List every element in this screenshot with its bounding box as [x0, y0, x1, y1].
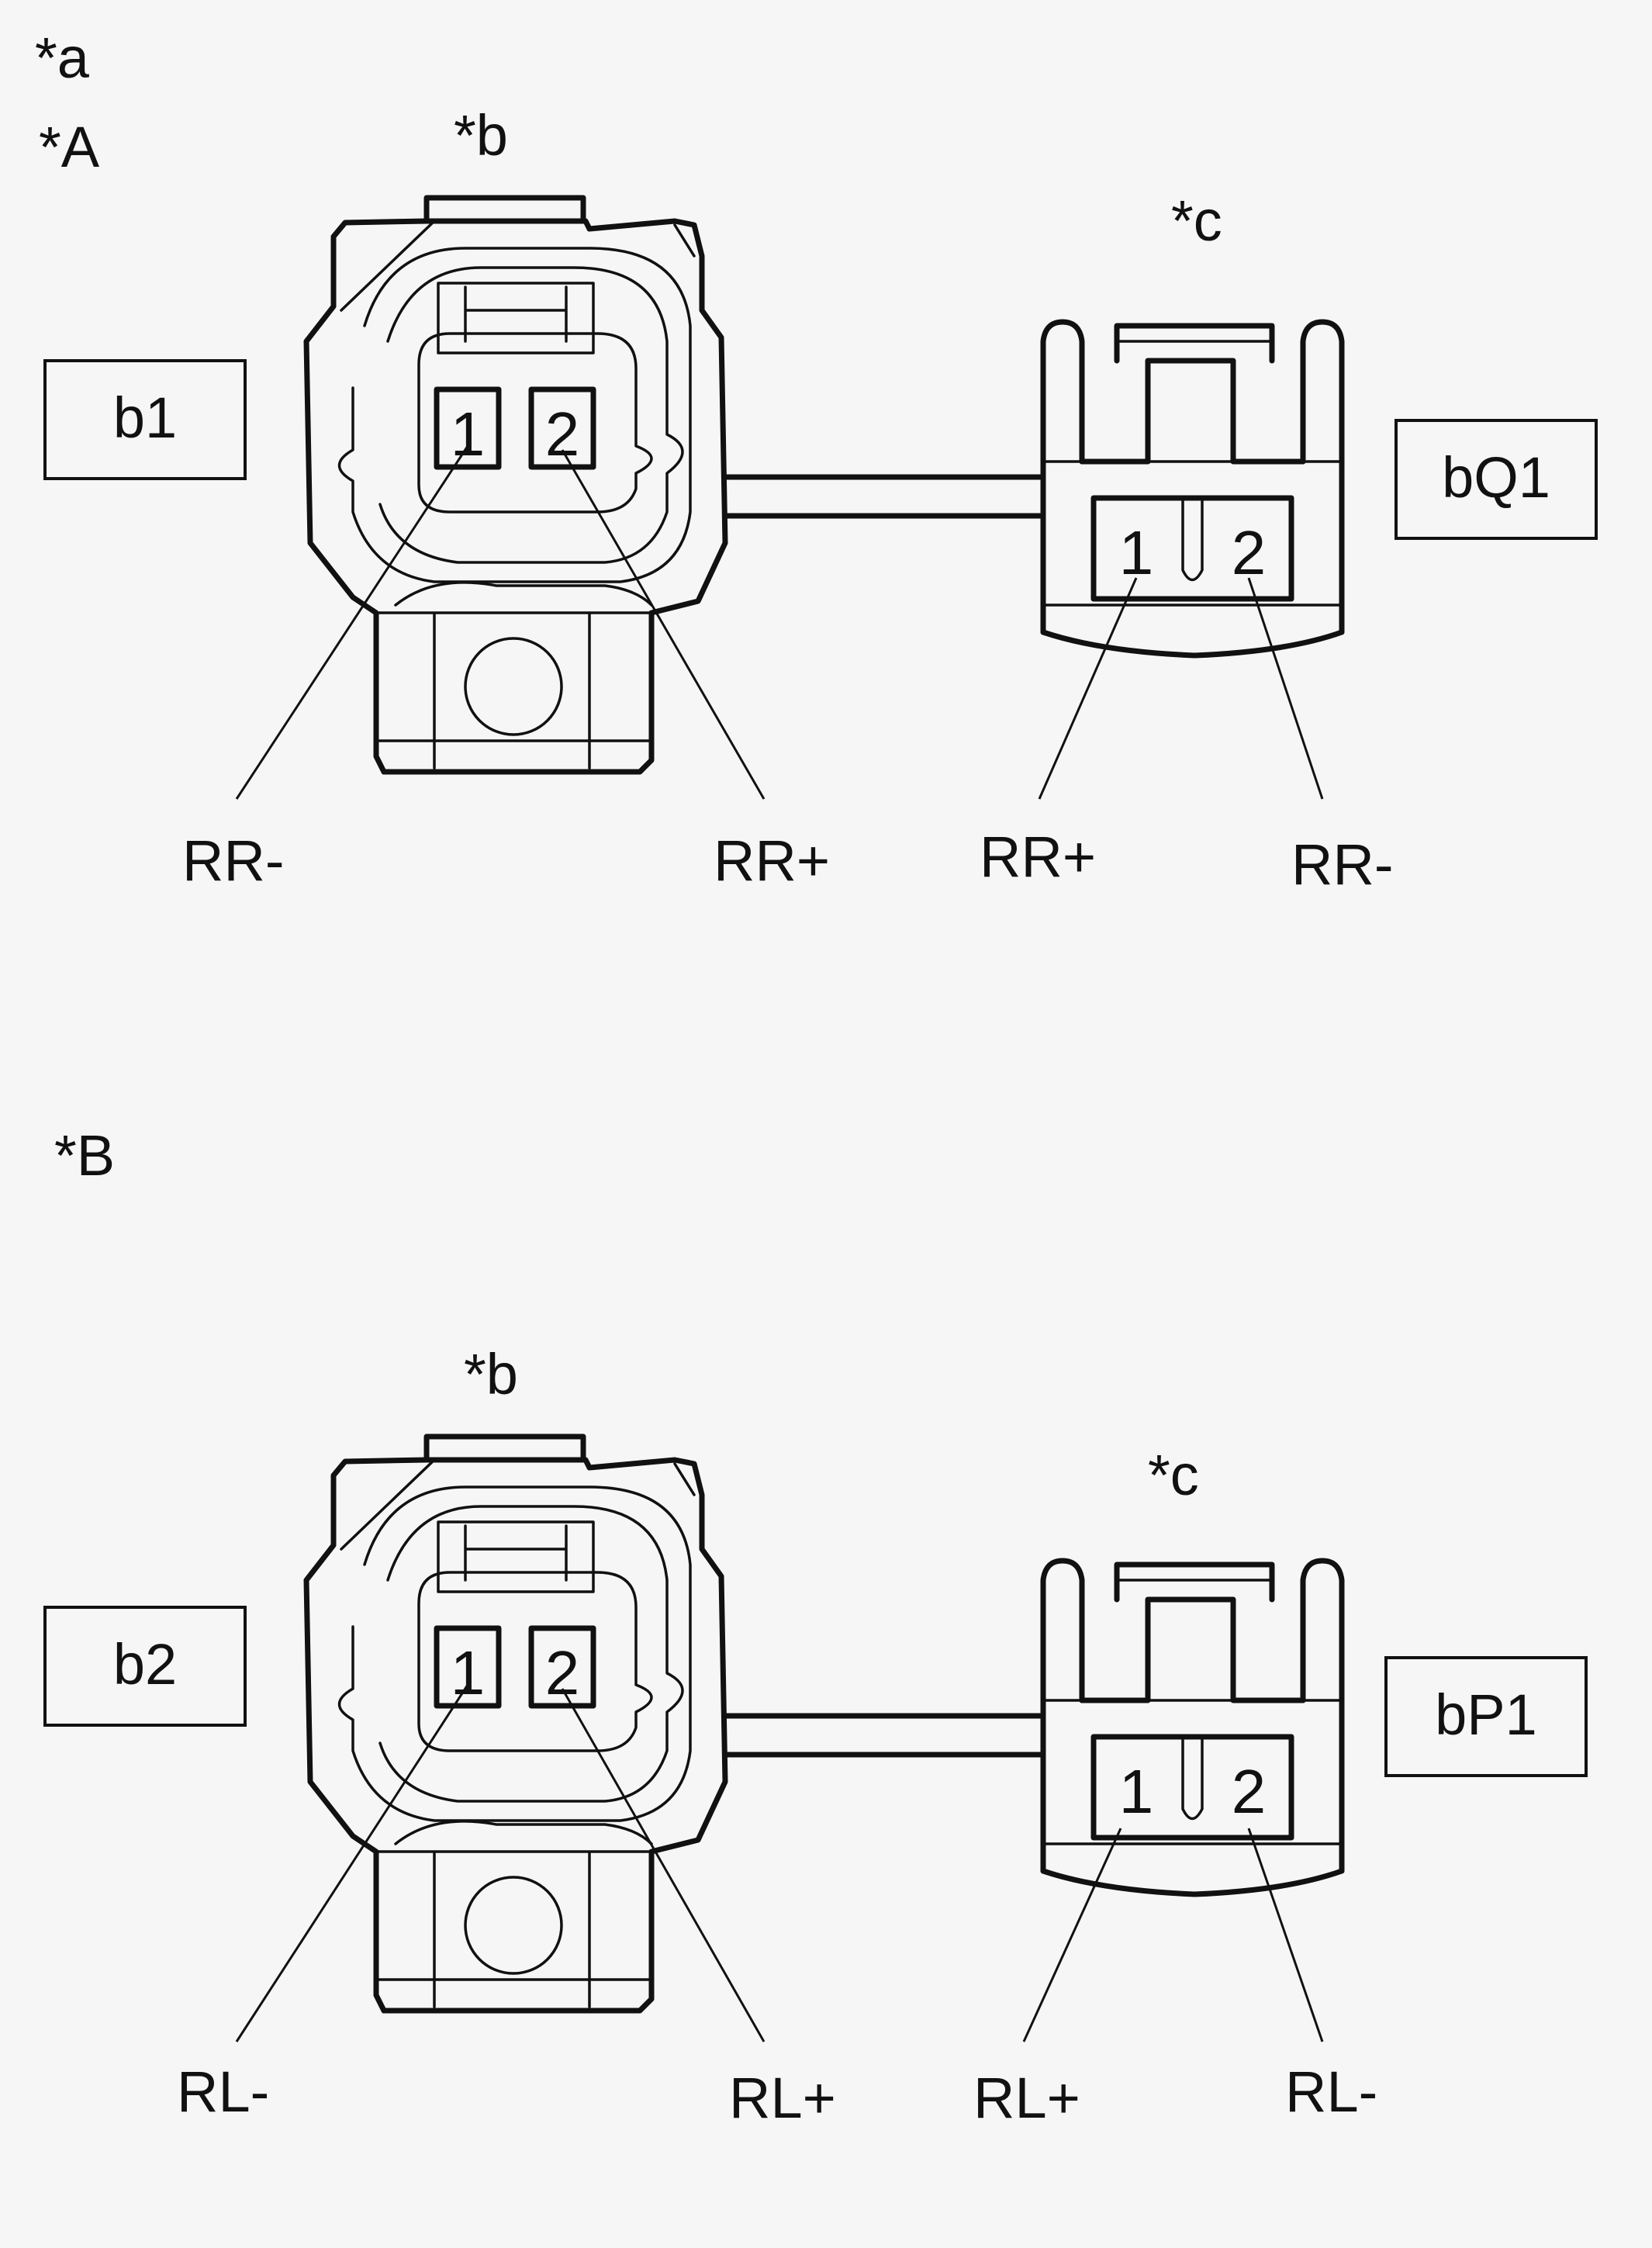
harness-connector-a: 1 2 [1040, 319, 1345, 659]
sensor-connector-a: 1 2 [303, 195, 728, 775]
leader-a-connector-pin1 [1038, 577, 1138, 800]
leader-b-sensor-pin1 [235, 1684, 469, 2042]
connector-box-b: bP1 [1435, 1683, 1537, 1747]
connector-a-pin-1: 1 [1119, 518, 1154, 587]
sensor-b-pin-1: 1 [451, 1638, 486, 1707]
connector-b-pin-1: 1 [1119, 1757, 1154, 1826]
connector-callout-a: *c [1171, 188, 1222, 253]
legend-a: *a [35, 26, 90, 90]
leader-a-connector-pin2 [1247, 577, 1324, 800]
label-a-sensor-pin2: RR+ [714, 828, 830, 893]
sensor-box-b-frame [43, 1606, 247, 1727]
leader-b-connector-pin2 [1247, 1828, 1324, 2042]
sensor-connector-b: 1 2 [303, 1434, 728, 2014]
sensor-b-pin-2: 2 [545, 1638, 580, 1707]
sensor-a-pin-2: 2 [545, 399, 580, 469]
label-a-connector-pin2: RR- [1291, 832, 1394, 897]
sensor-callout-a: *b [454, 103, 508, 168]
label-b-connector-pin2: RL- [1285, 2060, 1377, 2124]
leader-a-sensor-pin1 [235, 445, 469, 800]
connector-a-pin-2: 2 [1232, 518, 1267, 587]
label-a-connector-pin1: RR+ [980, 825, 1096, 889]
sensor-box-a: b1 [113, 386, 177, 450]
sensor-box-b: b2 [113, 1632, 177, 1696]
sensor-box-a-frame [43, 359, 247, 480]
sensor-callout-b: *b [464, 1342, 518, 1406]
connector-box-a-frame [1395, 419, 1598, 540]
label-b-connector-pin1: RL+ [973, 2066, 1080, 2130]
label-b-sensor-pin1: RL- [177, 2060, 269, 2124]
leader-b-connector-pin1 [1022, 1828, 1122, 2042]
section-b: *b *c b2 bP1 1 2 [43, 1342, 1588, 2130]
connector-box-a: bQ1 [1442, 445, 1550, 510]
harness-connector-b: 1 2 [1040, 1558, 1345, 1897]
label-b-sensor-pin2: RL+ [729, 2066, 836, 2130]
sensor-a-pin-1: 1 [451, 399, 486, 469]
leader-a-sensor-pin2 [561, 449, 766, 800]
cable-a [722, 474, 1046, 519]
cable-b [722, 1713, 1046, 1758]
section-a: *b *c b1 bQ1 1 2 [43, 103, 1598, 897]
legend-B: *B [54, 1123, 115, 1188]
legend-A: *A [39, 115, 100, 179]
leader-b-sensor-pin2 [561, 1688, 766, 2042]
connector-b-pin-2: 2 [1232, 1757, 1267, 1826]
label-a-sensor-pin1: RR- [182, 828, 285, 893]
connector-callout-b: *c [1148, 1443, 1199, 1507]
connector-box-b-frame [1384, 1656, 1588, 1777]
